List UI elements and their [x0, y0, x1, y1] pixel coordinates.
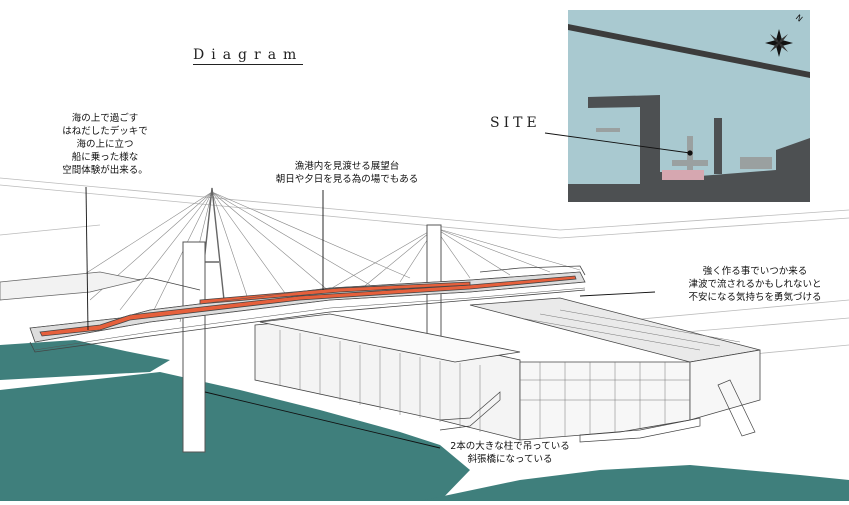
site-map-site-line [596, 128, 620, 132]
site-map-pier [588, 95, 660, 184]
site-map-site-highlight [662, 170, 704, 180]
compass-rose-icon [765, 29, 793, 57]
annotation-line: 海の上に立つ [76, 139, 134, 150]
annotation-line: はねだしたデッキで [62, 126, 148, 137]
annotation-line: 斜張橋になっている [467, 454, 553, 465]
compass-north-label: N [794, 13, 804, 24]
annotation-observation-deck: 漁港内を見渡せる展望台 朝日や夕日を見る為の場でもある [262, 160, 432, 186]
annotation-line: 強く作る事でいつか来る [702, 266, 808, 277]
sea-area-left [0, 340, 170, 380]
site-map-pier-right [714, 118, 722, 174]
annotation-line: 海の上で過ごす [71, 113, 139, 124]
site-leader-line [544, 132, 691, 154]
annotation-tsunami: 強く作る事でいつか来る 津波で流されるかもしれないと 不安になる気持ちを勇気づけ… [660, 265, 849, 304]
left-pier [0, 271, 141, 301]
sea-area-bottom-right [420, 465, 849, 501]
annotation-line: 漁港内を見渡せる展望台 [294, 161, 400, 172]
stairs [439, 379, 756, 443]
building [254, 297, 761, 441]
annotation-line: 2本の大きな柱で吊っている [450, 441, 570, 452]
annotation-deck: 海の上で過ごす はねだしたデッキで 海の上に立つ 船に乗った様な 空間体験が出来… [50, 112, 160, 177]
annotation-pillars: 2本の大きな柱で吊っている 斜張橋になっている [420, 440, 600, 466]
site-map: N [544, 10, 810, 202]
site-label: SITE [490, 115, 541, 131]
annotation-line: 空間体験が出来る。 [62, 165, 148, 176]
main-pillar-left [182, 241, 206, 453]
site-map-land-right [700, 138, 810, 202]
building-mullions [279, 309, 741, 438]
sea-area-bottom [0, 372, 470, 501]
leader-lines [85, 186, 656, 449]
annotation-line: 津波で流されるかもしれないと [688, 279, 822, 290]
annotation-line: 朝日や夕日を見る為の場でもある [275, 174, 419, 185]
site-map-road [568, 24, 810, 78]
deck-railing [29, 271, 586, 351]
annotation-line: 不安になる気持ちを勇気づける [688, 292, 822, 303]
page-title: Diagram [193, 47, 304, 65]
annotation-line: 船に乗った様な [71, 152, 139, 163]
site-map-site-annex [740, 157, 772, 169]
